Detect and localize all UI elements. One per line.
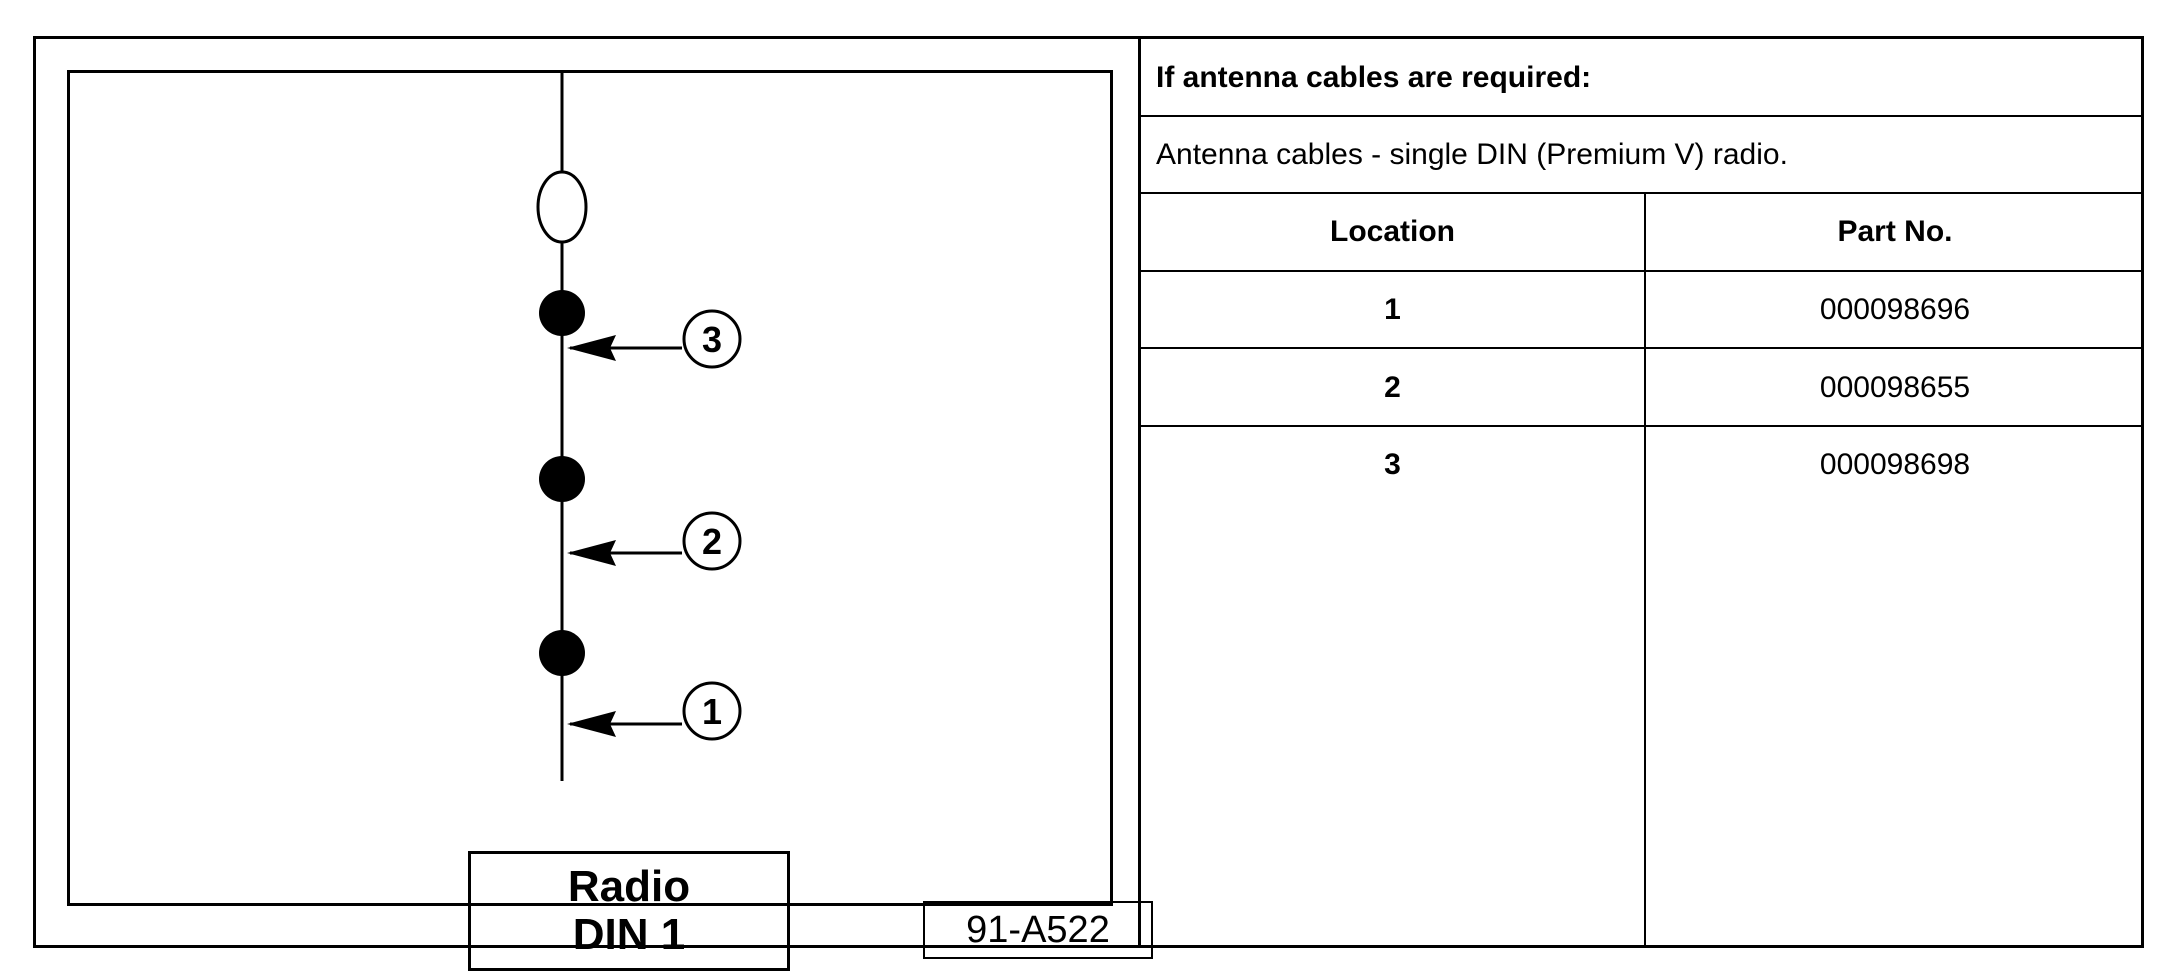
callout-3-circle (682, 309, 742, 369)
section-description: Antenna cables - single DIN (Premium V) … (1156, 138, 1788, 171)
arrow-3-head (567, 335, 616, 361)
radio-label-line1: Radio (567, 862, 691, 912)
radio-unit-box: Radio DIN 1 (468, 851, 790, 971)
table-cell-location: 3 (1384, 448, 1401, 481)
antenna-cable-diagram: 3 2 1 Radio DIN 1 91-A522 (67, 70, 1153, 971)
column-divider (1138, 36, 1141, 948)
callout-2-label: 2 (702, 521, 722, 562)
cable-joint-2 (539, 456, 585, 502)
table-header-part-no: Part No. (1837, 215, 1953, 248)
table-header-location: Location (1330, 215, 1455, 248)
callout-2-circle (682, 511, 742, 571)
row-divider (1141, 192, 2144, 194)
antenna-connector (536, 170, 588, 244)
arrow-1-head (567, 711, 616, 737)
callout-3-label: 3 (702, 319, 722, 360)
table-cell-part-no: 000098698 (1819, 448, 1971, 481)
cable-joint-1 (539, 630, 585, 676)
arrow-2-head (567, 540, 616, 566)
callout-1-circle (682, 681, 742, 741)
table-row-divider (1141, 347, 2144, 349)
table-row-divider (1141, 425, 2144, 427)
figure-code: 91-A522 (923, 901, 1153, 959)
table-row-divider (1141, 270, 2144, 272)
table-cell-part-no: 000098696 (1819, 293, 1971, 326)
radio-label-line2: DIN 1 (572, 910, 686, 959)
row-divider (1141, 115, 2144, 117)
table-cell-part-no: 000098655 (1819, 371, 1971, 404)
document-frame (33, 36, 2144, 948)
table-cell-location: 2 (1384, 371, 1401, 404)
section-heading: If antenna cables are required: (1156, 61, 1592, 94)
cable-joint-3 (539, 290, 585, 336)
diagram-drawing: 3 2 1 (536, 73, 742, 781)
callout-1-label: 1 (702, 691, 722, 732)
table-cell-location: 1 (1384, 293, 1401, 326)
table-column-divider (1644, 194, 1646, 948)
